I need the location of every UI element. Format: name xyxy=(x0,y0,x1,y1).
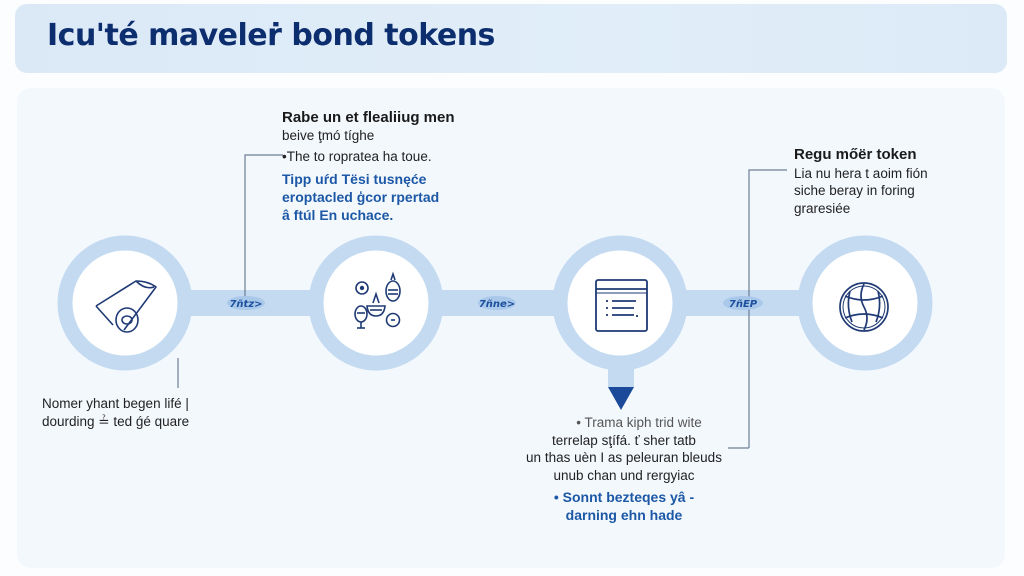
down-arrow-icon xyxy=(608,387,634,410)
header-banner: Icu'té maveleṙ bond tokens xyxy=(15,4,1007,73)
callout-bottom-center-bullet: • Trama kiph trid wite xyxy=(576,415,702,430)
callout-bottom-left-line-1: Nomer yhant begen lifé | xyxy=(42,396,189,411)
connector-label-3-text: 7ñEP xyxy=(729,299,758,310)
step-ring-4 xyxy=(797,235,933,371)
callout-top-right-line-1: Lia nu hera t aoim fión xyxy=(794,165,928,181)
connector-label-1-text: 7ñtz> xyxy=(229,299,262,310)
connector-label-1: 7ñtz> xyxy=(227,296,265,310)
callout-line-top-right xyxy=(748,169,787,448)
callout-top-right-heading: Regu mőër token xyxy=(794,146,917,163)
globe-icon xyxy=(839,282,889,332)
callout-lines xyxy=(177,154,787,449)
connector-label-2-text: 7ñne> xyxy=(479,299,515,310)
callout-top-left-blue-line-2: eroptacled ģcor rpertad xyxy=(282,188,440,205)
scroll-token-icon xyxy=(95,280,157,333)
callout-top-right-line-3: graresiée xyxy=(794,200,851,216)
callout-top-left-heading: Rabe un et flealiiug men xyxy=(282,109,455,126)
callout-bottom-center-line-1: terrelap sţífá. ť sher tatb xyxy=(552,432,696,448)
document-list-icon xyxy=(595,279,648,332)
step-ring-2 xyxy=(308,235,444,371)
callout-top-right-line-2: siche beray in foring xyxy=(794,183,915,199)
callout-bottom-left-line-2: dourding ≟ ted ǵé quare xyxy=(42,413,190,429)
connector-label-2: 7ñne> xyxy=(478,296,516,310)
step-ring-1 xyxy=(57,235,193,371)
callout-line-top-left xyxy=(244,154,283,296)
callout-bottom-left: Nomer yhant begen lifé | dourding ≟ ted … xyxy=(42,395,189,430)
callout-top-left-blue-line-3: â ftúl En uchace. xyxy=(282,206,394,223)
callout-top-left-blue-line-1: Tipp uŕd Tësi tusnęće xyxy=(282,170,427,187)
callout-bottom-center: • Trama kiph trid wite terrelap sţífá. ť… xyxy=(498,414,750,525)
step-ring-3 xyxy=(552,235,688,371)
callout-bottom-center-line-2: un thas uèn I as peleuran bleuds xyxy=(526,450,722,466)
callout-top-left-subheading: beive ţmó tíghe xyxy=(282,127,375,143)
callout-bottom-center-blue-line-1: • Sonnt bezteqes yâ - xyxy=(553,489,695,506)
page-title: Icu'té maveleṙ bond tokens xyxy=(47,18,495,53)
callout-top-left: Rabe un et flealiiug men beive ţmó tíghe… xyxy=(282,108,455,224)
callout-top-right: Regu mőër token Lia nu hera t aoim fión … xyxy=(794,145,928,217)
coins-network-icon xyxy=(354,271,401,329)
callout-bottom-center-line-3: unub chan und rergyiac xyxy=(553,467,695,483)
connector-label-3: 7ñEP xyxy=(723,296,763,310)
callout-top-left-bullet: •The to ropratea ha toue. xyxy=(282,149,432,165)
callout-bottom-center-blue-line-2: darning ehn hade xyxy=(565,507,683,524)
